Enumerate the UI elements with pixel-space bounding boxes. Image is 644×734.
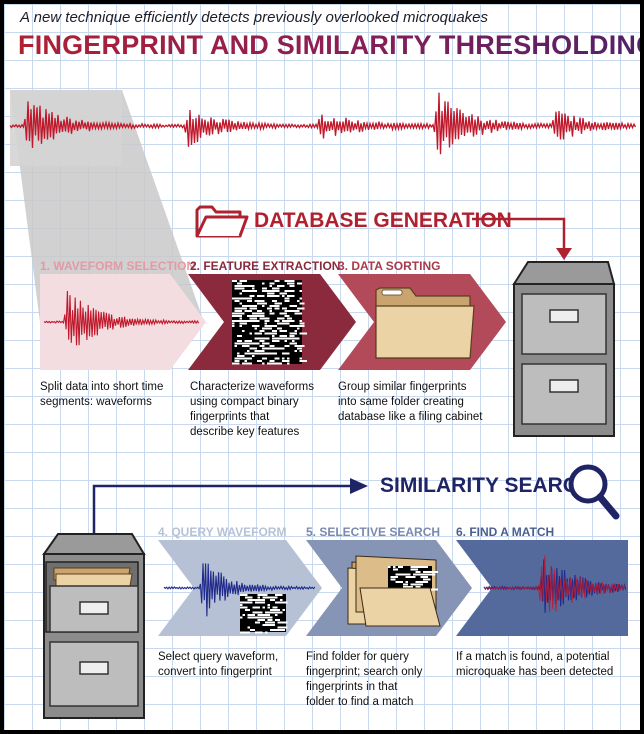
db-arrow [472,217,566,252]
step-5-description: Find folder for query fingerprint; searc… [306,650,456,710]
step-6-desc-line: microquake has been detected [456,666,614,678]
step-3-desc-line: Group similar fingerprints [338,381,467,393]
step-3-desc-line: database like a filing cabinet [338,411,483,423]
step-6-description: If a match is found, a potential microqu… [456,650,632,680]
step-2-label: 2. FEATURE EXTRACTION [190,259,341,273]
seismogram-trace [9,92,637,155]
step-3-folder-icon [375,287,475,359]
step-4-description: Select query waveform, convert into fing… [158,650,308,680]
infographic: A new technique efficiently detects prev… [4,4,640,730]
step-4-desc-line: Select query waveform, [158,651,279,663]
main-illustration [9,90,637,536]
step-3-label: 3. DATA SORTING [338,259,441,273]
search-arrow [92,484,352,536]
step-2-description: Characterize waveforms using compact bin… [190,380,340,440]
step-5-folders-icon [347,555,441,627]
open-filing-cabinet-icon [42,533,146,719]
database-generation-title: DATABASE GENERATION [254,209,512,232]
db-arrowhead [556,248,572,260]
step-3-desc-line: into same folder creating [338,396,464,408]
step-2-desc-line: using compact binary [190,396,299,408]
step-1-description: Split data into short time segments: wav… [40,380,190,410]
step-2-desc-line: Characterize waveforms [190,381,314,393]
similarity-steps [158,540,628,636]
step-4-label: 4. QUERY WAVEFORM [158,525,287,539]
step-4-desc-line: convert into fingerprint [158,666,272,678]
folder-icon [195,205,249,238]
step-5-label: 5. SELECTIVE SEARCH [306,525,441,539]
step-1-desc-line: Split data into short time [40,381,164,393]
step-1-desc-line: segments: waveforms [40,396,152,408]
magnifier-icon [568,464,620,520]
step-5-desc-line: fingerprint; search only [306,666,423,678]
step-3-description: Group similar fingerprints into same fol… [338,380,508,425]
step-5-desc-line: Find folder for query [306,651,409,663]
database-steps [40,274,506,370]
step-1-waveform [43,290,200,346]
step-6-desc-line: If a match is found, a potential [456,651,610,663]
similarity-search-title: SIMILARITY SEARCH [380,474,594,497]
step-6-match-waveform [483,555,626,613]
page-title: FINGERPRINT AND SIMILARITY THRESHOLDING … [18,30,640,61]
step-1-label: 1. WAVEFORM SELECTION [40,259,196,273]
search-arrowhead [350,478,368,494]
step-2-fingerprint [232,280,307,365]
step-4-fingerprint [240,594,288,634]
step-2-desc-line: describe key features [190,426,300,438]
step-4-waveform [163,563,316,617]
subtitle: A new technique efficiently detects prev… [20,9,489,26]
step-5-desc-line: folder to find a match [306,696,414,708]
step-6-label: 6. FIND A MATCH [456,525,555,539]
filing-cabinet-icon [512,261,616,437]
step-2-desc-line: fingerprints that [190,411,270,423]
step-5-desc-line: fingerprints in that [306,681,398,693]
